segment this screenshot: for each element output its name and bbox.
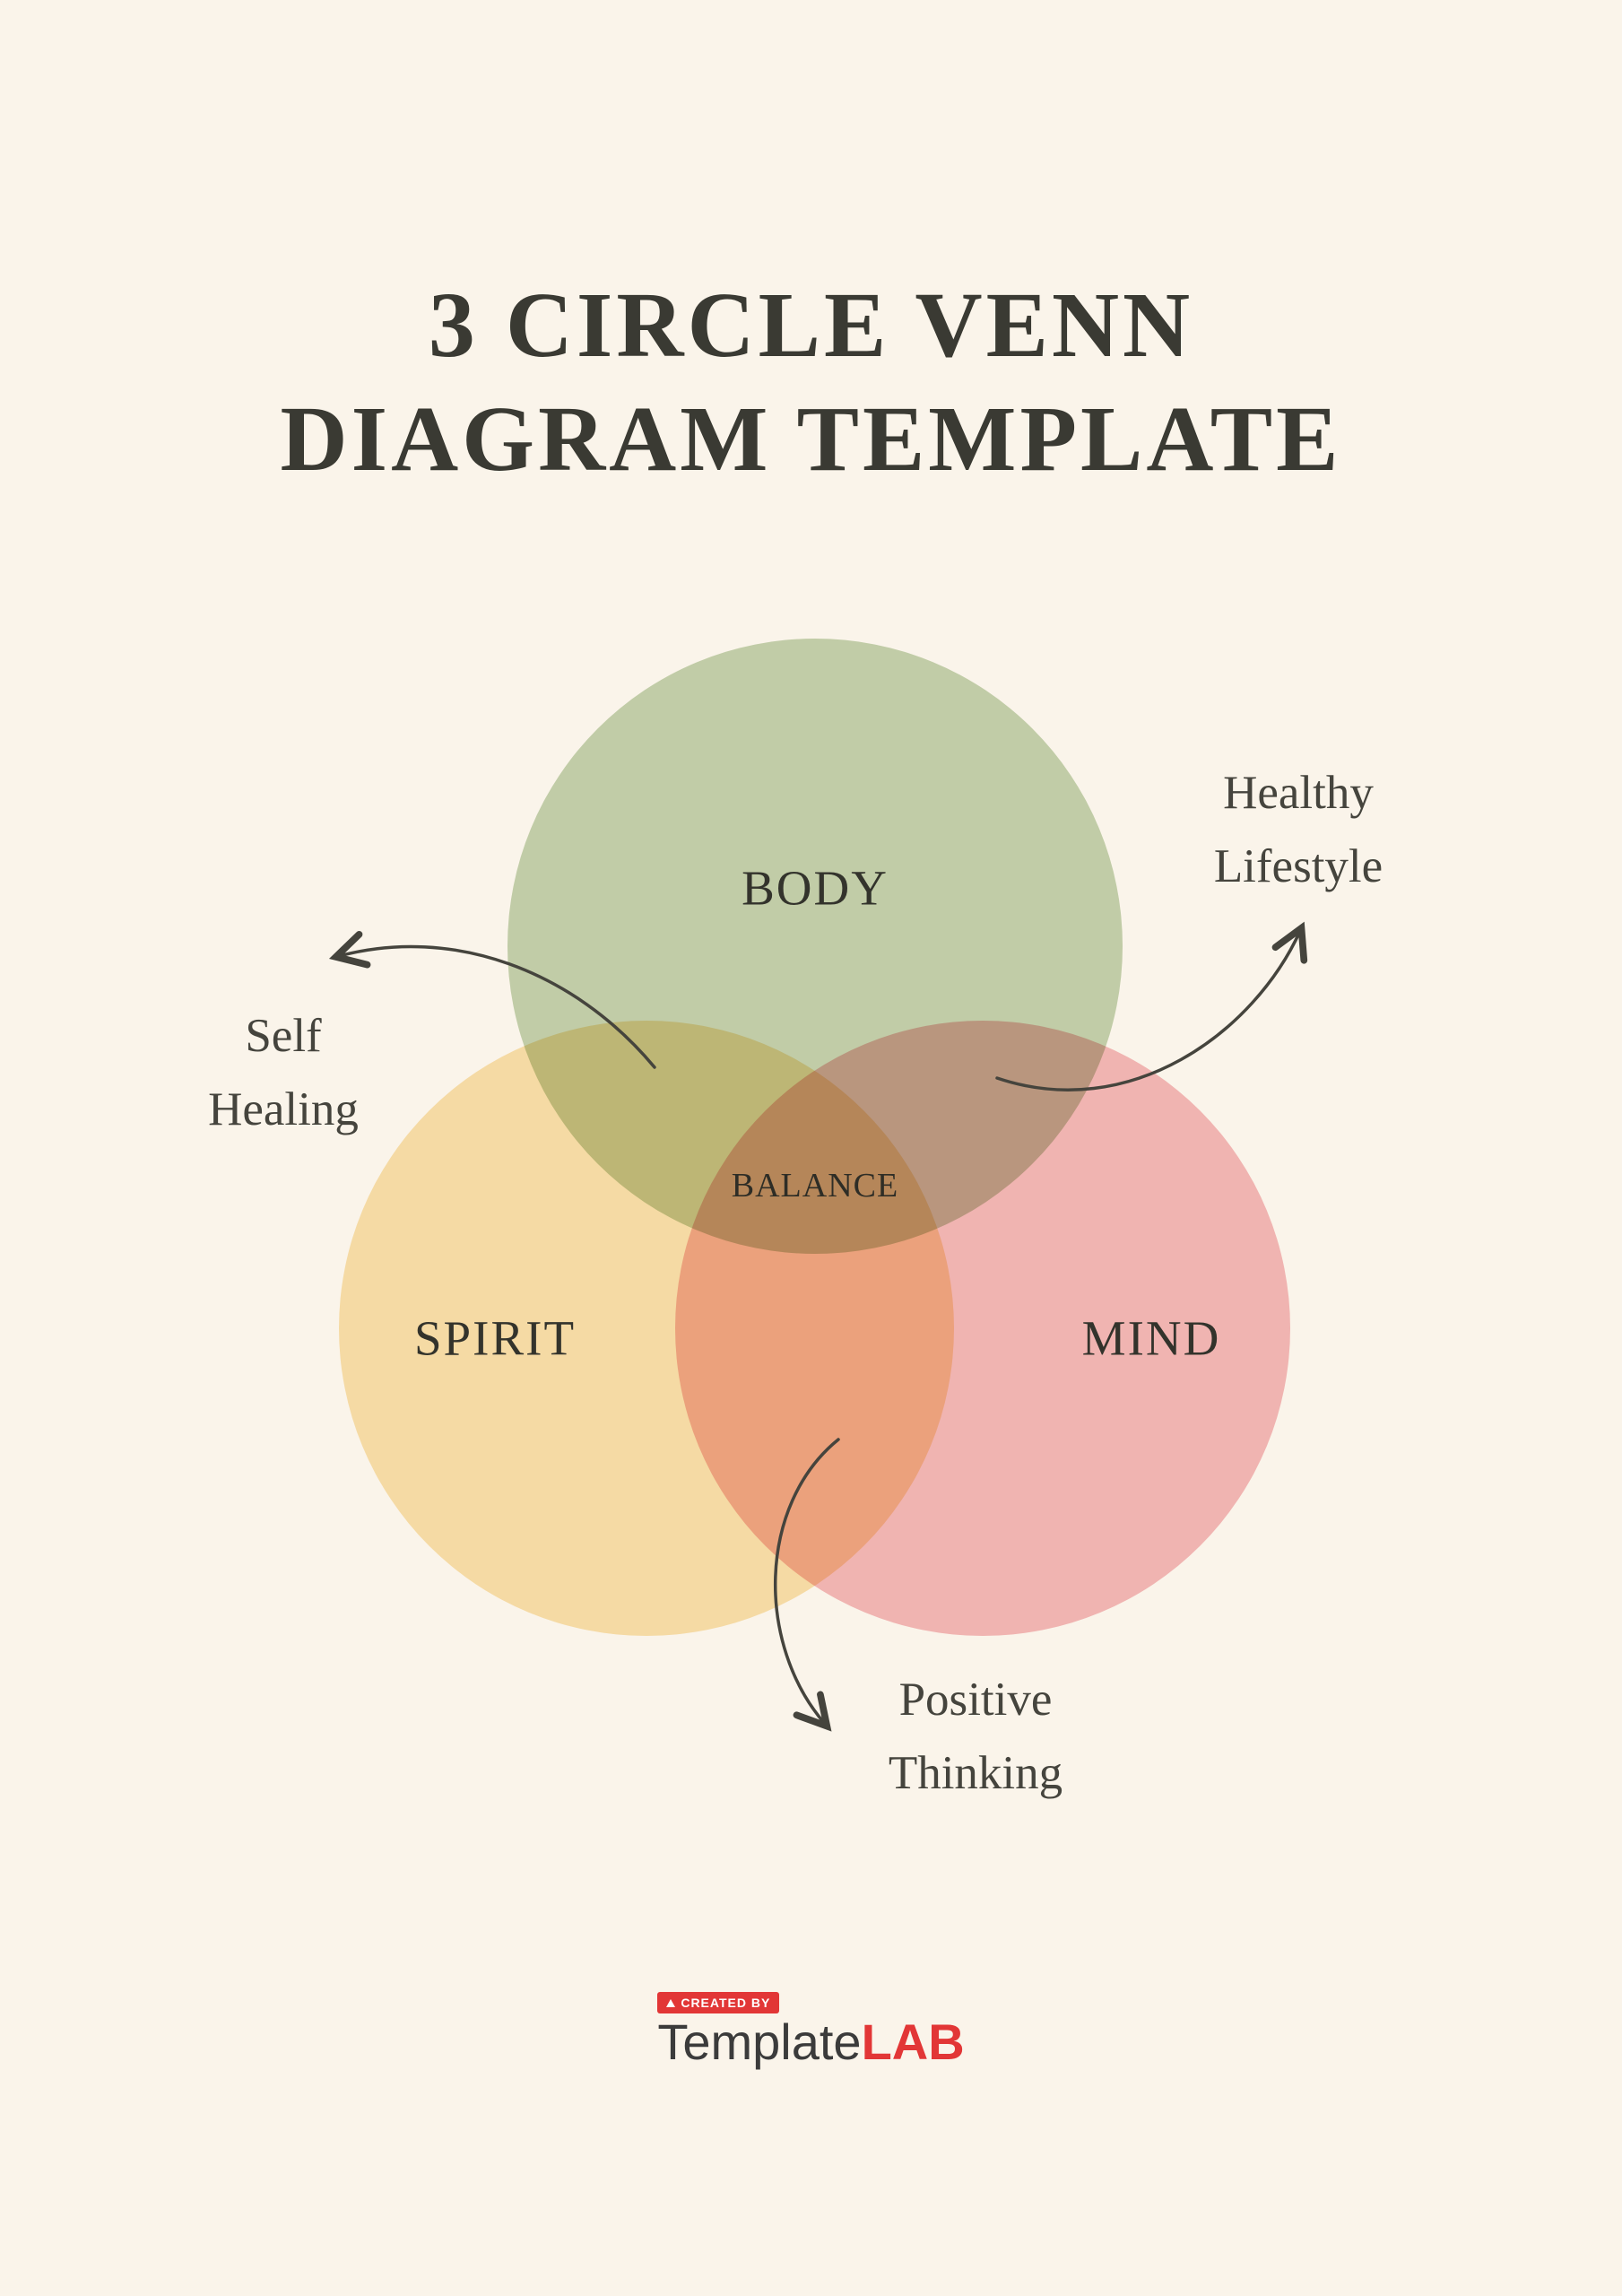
footer: CREATED BY TemplateLAB — [0, 1992, 1622, 2067]
annotation-positive-thinking-line2: Thinking — [888, 1747, 1063, 1799]
page-title-line1: 3 CIRCLE VENN — [428, 274, 1194, 377]
brand-accent: LAB — [861, 2013, 965, 2070]
templatelab-logo: CREATED BY TemplateLAB — [657, 1992, 965, 2067]
annotation-positive-thinking-line1: Positive — [898, 1673, 1053, 1726]
annotation-self-healing-line2: Healing — [208, 1083, 359, 1135]
flask-icon — [666, 1998, 676, 2007]
label-balance: BALANCE — [731, 1167, 899, 1205]
page-title: 3 CIRCLE VENN DIAGRAM TEMPLATE — [0, 269, 1622, 497]
brand-primary: Template — [657, 2013, 862, 2070]
annotation-self-healing: Self Healing — [208, 999, 359, 1146]
annotation-positive-thinking: Positive Thinking — [889, 1663, 1063, 1810]
label-spirit: SPIRIT — [413, 1310, 577, 1366]
annotation-healthy-lifestyle-line2: Lifestyle — [1213, 840, 1383, 892]
annotation-healthy-lifestyle-line1: Healthy — [1223, 766, 1374, 819]
page-title-line2: DIAGRAM TEMPLATE — [280, 387, 1342, 491]
created-by-label: CREATED BY — [681, 1996, 771, 2010]
label-body: BODY — [742, 860, 889, 916]
annotation-healthy-lifestyle: Healthy Lifestyle — [1214, 756, 1383, 903]
created-by-badge: CREATED BY — [657, 1992, 780, 2013]
brand-wordmark: TemplateLAB — [657, 2017, 964, 2067]
annotation-self-healing-line1: Self — [245, 1009, 322, 1062]
label-mind: MIND — [1081, 1310, 1221, 1366]
